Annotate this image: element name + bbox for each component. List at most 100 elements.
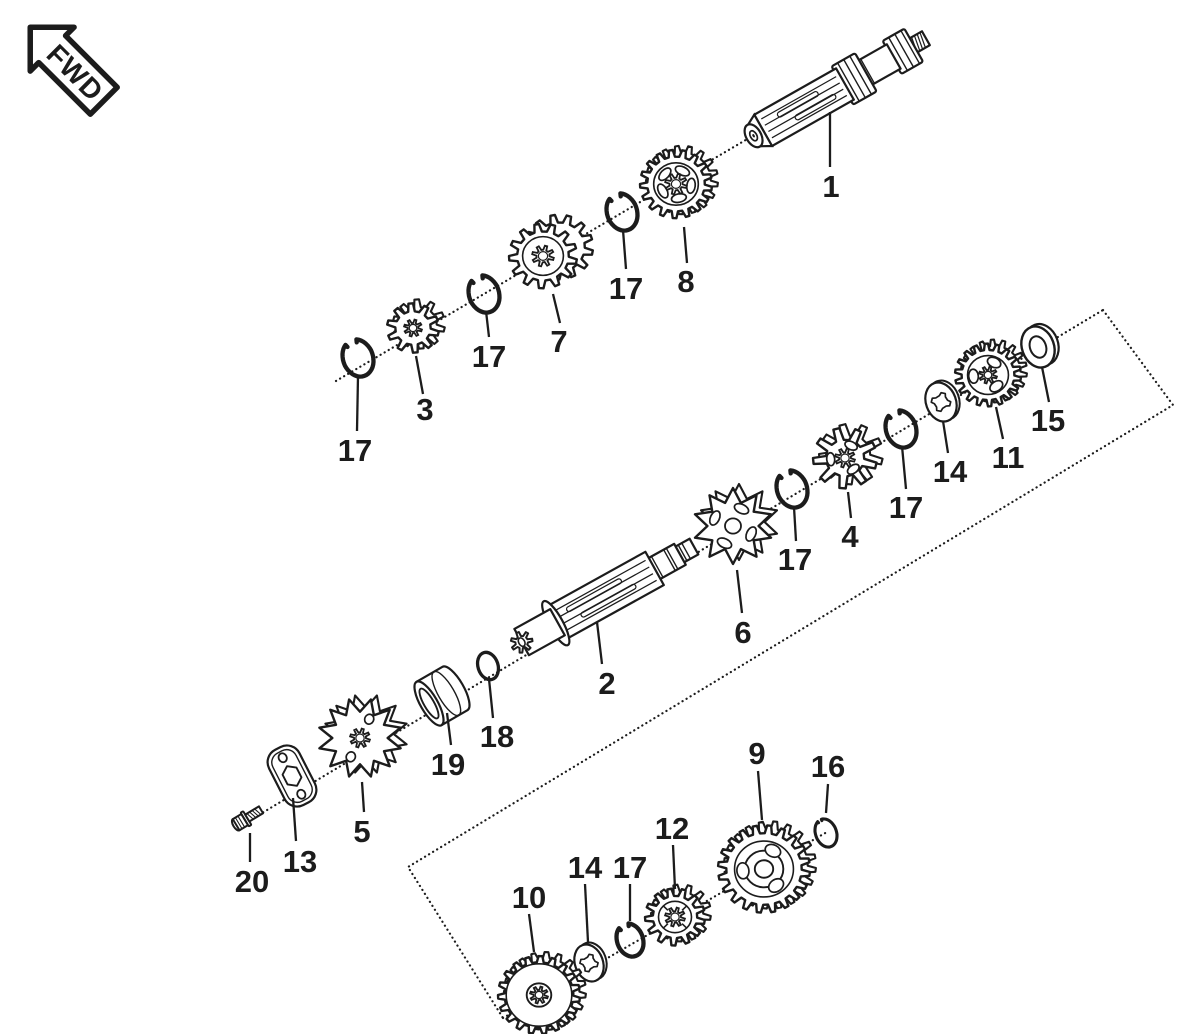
leader-line [445,712,453,746]
part-label: 14 [568,850,603,885]
part-callout-1: 1 [822,112,840,204]
leader-line [551,293,562,324]
leader-line [941,420,950,454]
part-callout-8: 8 [677,226,695,299]
part-callout-18: 18 [480,678,514,754]
part-callout-17: 17 [889,445,923,525]
part-label: 5 [353,814,370,849]
part-1-input-shaft [743,28,931,149]
part-callout-17: 17 [609,229,643,306]
part-12-gear [643,883,712,947]
leader-line [1040,366,1051,403]
part-label: 19 [431,747,465,782]
part-label: 13 [283,844,317,879]
part-callout-14: 14 [933,420,968,489]
part-20-bolt [230,805,265,832]
fold-boundary [406,308,1175,1020]
part-16-snap-ring [813,817,839,849]
part-3-gear [386,298,446,354]
part-label: 16 [811,749,845,784]
part-callout-10: 10 [512,880,546,953]
part-17-circlip [340,337,376,379]
leader-line [994,406,1005,440]
parts-layer [230,28,1060,1034]
part-9-gear [716,820,817,914]
part-label: 11 [992,440,1025,475]
leader-line [414,355,425,395]
part-11-gear [953,338,1028,408]
part-label: 7 [550,324,567,359]
part-label: 17 [338,433,372,468]
leader-line [360,781,366,813]
fwd-badge: FWD [27,24,120,117]
leader-line [792,506,798,542]
leader-line [621,229,628,270]
part-label: 17 [609,271,643,306]
part-label: 6 [734,615,751,650]
leader-line [682,226,689,264]
part-label: 1 [822,169,839,204]
part-callout-19: 19 [431,712,465,782]
part-17-circlip [466,273,502,315]
part-label: 17 [778,542,812,577]
part-13-retainer-plate [266,744,318,808]
part-label: 17 [889,490,923,525]
part-8-gear [638,144,719,220]
part-4-dog-gear [811,423,884,490]
part-callout-7: 7 [550,293,568,359]
leader-line [846,491,853,519]
part-17-circlip [883,408,919,450]
part-callout-17: 17 [472,310,506,374]
part-label: 10 [512,880,546,915]
leader-line [824,783,830,814]
leader-line [487,678,495,719]
part-17-circlip [614,921,646,959]
part-label: 15 [1031,403,1065,438]
part-2-output-shaft [509,537,700,657]
part-7-double-gear [507,213,594,290]
part-label: 9 [748,736,765,771]
part-label: 12 [655,811,689,846]
part-14-lock-washer [573,941,608,983]
part-label: 4 [841,519,859,554]
part-callout-11: 11 [992,406,1025,475]
part-19-spacer-collar [413,665,471,727]
leader-line [583,883,590,943]
part-callout-17: 17 [613,850,647,921]
part-callout-4: 4 [841,491,859,554]
part-17-circlip [604,191,640,233]
part-callout-9: 9 [748,736,766,821]
leader-line [671,844,677,890]
labels-layer: 1234567891011121314141516171717171717181… [235,112,1065,953]
part-label: 3 [416,392,433,427]
part-callout-2: 2 [595,621,616,701]
axis-lines [245,136,1175,1020]
leader-line [595,621,604,665]
part-5-sprocket-gear [318,694,408,778]
leader-line [735,569,744,614]
leader-line [756,770,764,821]
part-callout-12: 12 [655,811,689,890]
fwd-arrow-icon [27,24,120,117]
part-callout-17: 17 [778,506,812,577]
part-10-gear [496,951,587,1034]
part-label: 2 [598,666,615,701]
part-15-washer [1020,322,1060,369]
part-callout-16: 16 [811,749,845,814]
part-callout-3: 3 [414,355,434,427]
part-6-sprocket-gear [693,482,779,566]
leader-line [900,445,908,490]
leader-line [484,310,491,338]
leader-line [527,913,536,953]
leader-line [355,375,360,432]
part-callout-14: 14 [568,850,603,943]
part-callout-20: 20 [235,833,269,899]
part-callout-5: 5 [353,781,371,849]
part-callout-15: 15 [1031,366,1065,438]
part-17-circlip [774,468,810,510]
leader-line [291,797,298,842]
part-14-lock-washer [924,379,961,423]
part-label: 17 [613,850,647,885]
